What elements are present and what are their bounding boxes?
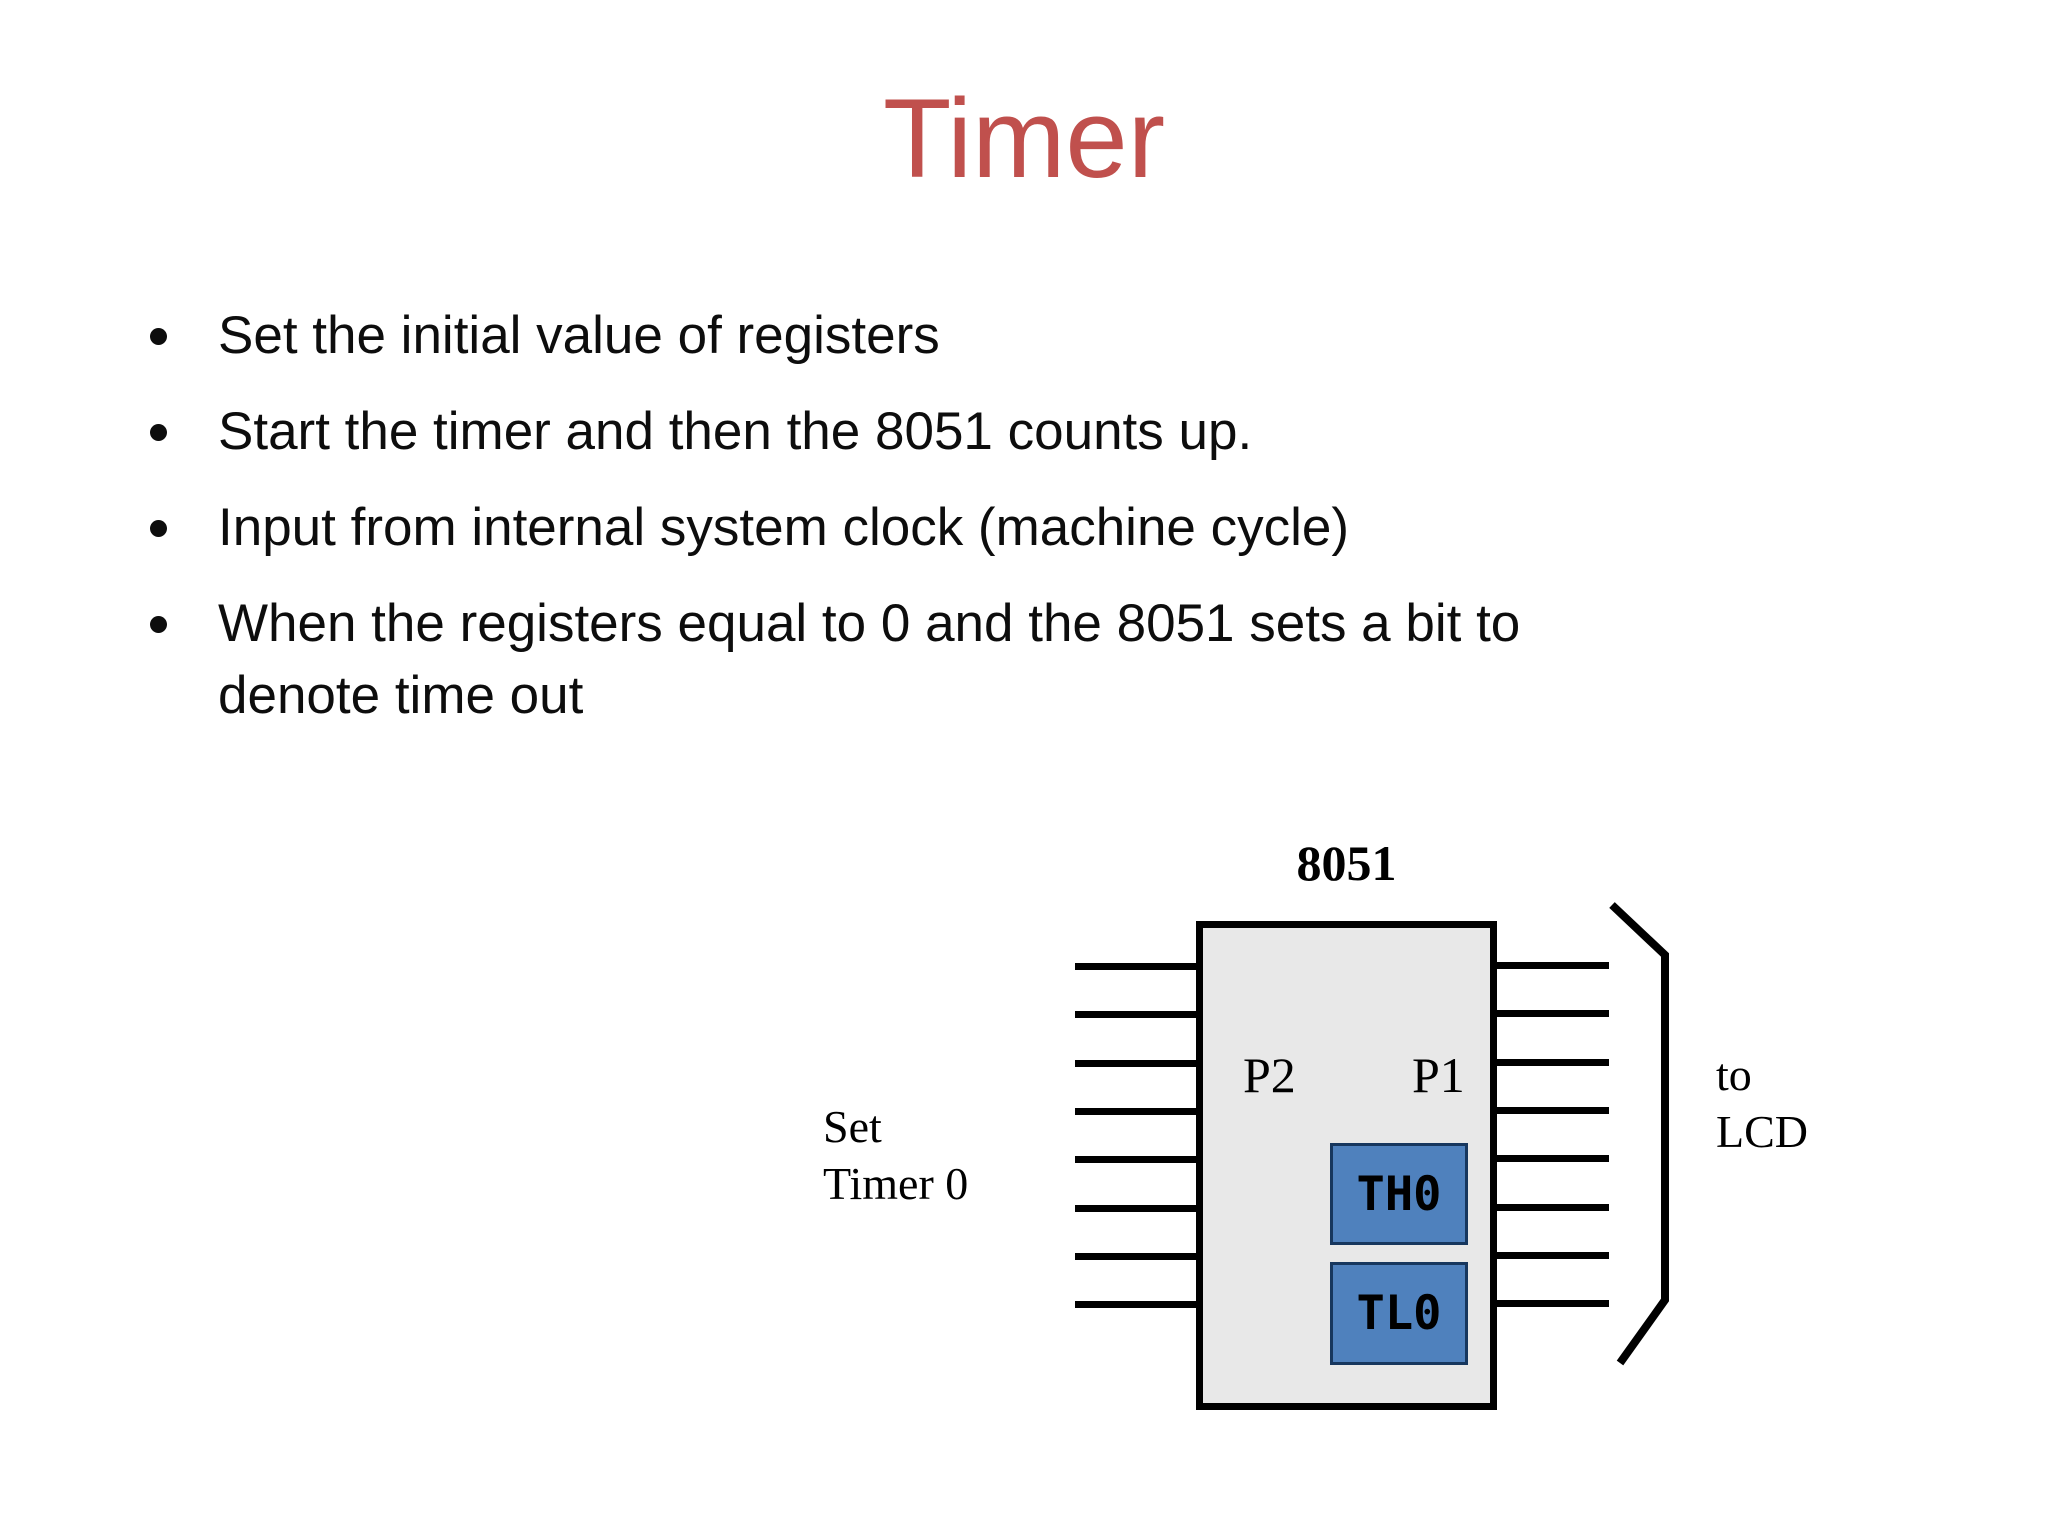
chip-pin: [1497, 1300, 1609, 1308]
chip-pin: [1497, 1058, 1609, 1066]
chip-pin: [1497, 962, 1609, 969]
to-lcd-caption: to LCD: [1716, 1046, 1808, 1160]
right-pins: [1497, 962, 1609, 1314]
set-timer-line2: Timer 0: [823, 1158, 969, 1209]
bullet-dot: [148, 396, 218, 468]
bullet-dot: [148, 588, 218, 660]
chip-pin: [1497, 1251, 1609, 1259]
set-timer-caption: Set Timer 0: [823, 1098, 968, 1212]
register-tl0-label: TL0: [1356, 1286, 1442, 1341]
set-timer-line1: Set: [823, 1101, 882, 1152]
to-lcd-line1: to: [1716, 1049, 1752, 1100]
bullet-text: Input from internal system clock (machin…: [218, 498, 1350, 557]
bullet-dot: [148, 492, 218, 564]
bullet-text: Start the timer and then the 8051 counts…: [218, 402, 1253, 461]
port-p1-label: P1: [1412, 1047, 1465, 1103]
slide-title: Timer: [882, 76, 1166, 201]
chip-pin: [1497, 1155, 1609, 1163]
chip-pin: [1075, 1204, 1196, 1212]
bullet-item: Set the initial value of registers: [148, 300, 1708, 372]
to-lcd-line2: LCD: [1716, 1106, 1808, 1157]
chip-pin: [1075, 1011, 1196, 1019]
bullet-dot: [148, 300, 218, 372]
chip-pin: [1497, 1106, 1609, 1114]
chip-pin: [1075, 1301, 1196, 1309]
chip-pin: [1075, 1107, 1196, 1115]
bullet-item: Input from internal system clock (machin…: [148, 492, 1708, 564]
lcd-bracket: [1609, 902, 1669, 1366]
chip-label: 8051: [1296, 835, 1397, 891]
chip-pin: [1075, 1059, 1196, 1067]
register-tl0: TL0: [1330, 1262, 1468, 1365]
chip-pin: [1497, 1203, 1609, 1211]
bullet-item: When the registers equal to 0 and the 80…: [148, 588, 1708, 732]
register-th0: TH0: [1330, 1143, 1468, 1245]
bullet-text: Set the initial value of registers: [218, 306, 940, 365]
chip-pin: [1075, 1252, 1196, 1260]
register-th0-label: TH0: [1356, 1166, 1442, 1222]
bullet-text: When the registers equal to 0 and the 80…: [218, 594, 1521, 725]
chip-pin: [1497, 1010, 1609, 1018]
chip-pin: [1075, 963, 1196, 970]
port-p2-label: P2: [1243, 1047, 1296, 1103]
bullet-item: Start the timer and then the 8051 counts…: [148, 396, 1708, 468]
chip-pin: [1075, 1156, 1196, 1164]
left-pins: [1075, 963, 1196, 1315]
